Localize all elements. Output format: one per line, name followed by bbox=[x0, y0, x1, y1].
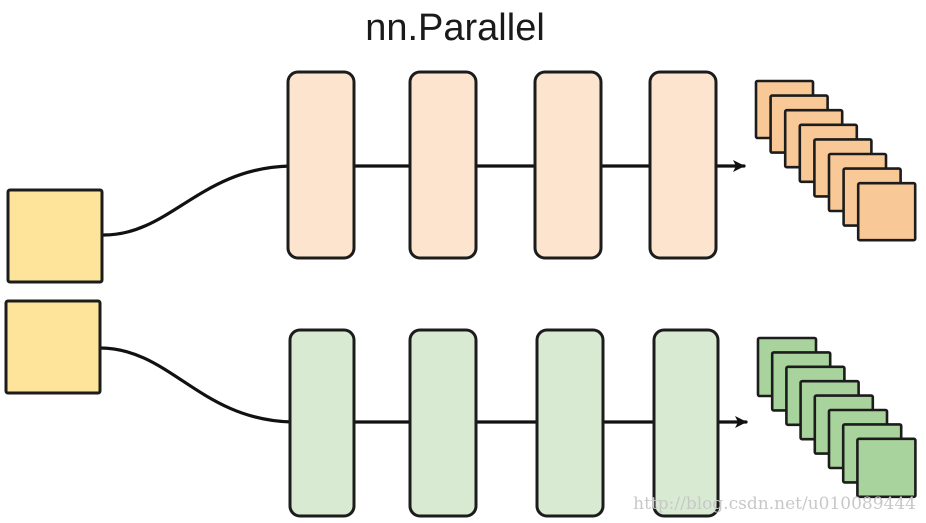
bottom-layer-3 bbox=[535, 328, 605, 518]
top-output-map-8 bbox=[856, 181, 917, 242]
bottom-output-stack bbox=[756, 336, 917, 499]
bottom-branch-layers bbox=[288, 328, 720, 518]
top-layer-4 bbox=[648, 70, 718, 260]
watermark-text: http://blog.csdn.net/u010089444 bbox=[633, 494, 916, 514]
top-layer-3 bbox=[533, 70, 603, 260]
top-branch-layers bbox=[286, 70, 718, 260]
diagram-title: nn.Parallel bbox=[365, 7, 545, 49]
top-output-stack bbox=[754, 79, 917, 242]
bottom-layer-2 bbox=[408, 328, 478, 518]
input-block-bottom bbox=[4, 299, 102, 395]
bottom-layer-1 bbox=[288, 328, 356, 518]
top-branch-input-wire bbox=[102, 164, 292, 237]
bottom-layer-4 bbox=[652, 328, 720, 518]
input-block-top bbox=[6, 188, 104, 284]
top-layer-1 bbox=[286, 70, 356, 260]
top-layer-2 bbox=[408, 70, 478, 260]
bottom-output-map-8 bbox=[856, 437, 917, 499]
bottom-branch-input-wire bbox=[98, 346, 294, 424]
inputs bbox=[4, 188, 104, 395]
